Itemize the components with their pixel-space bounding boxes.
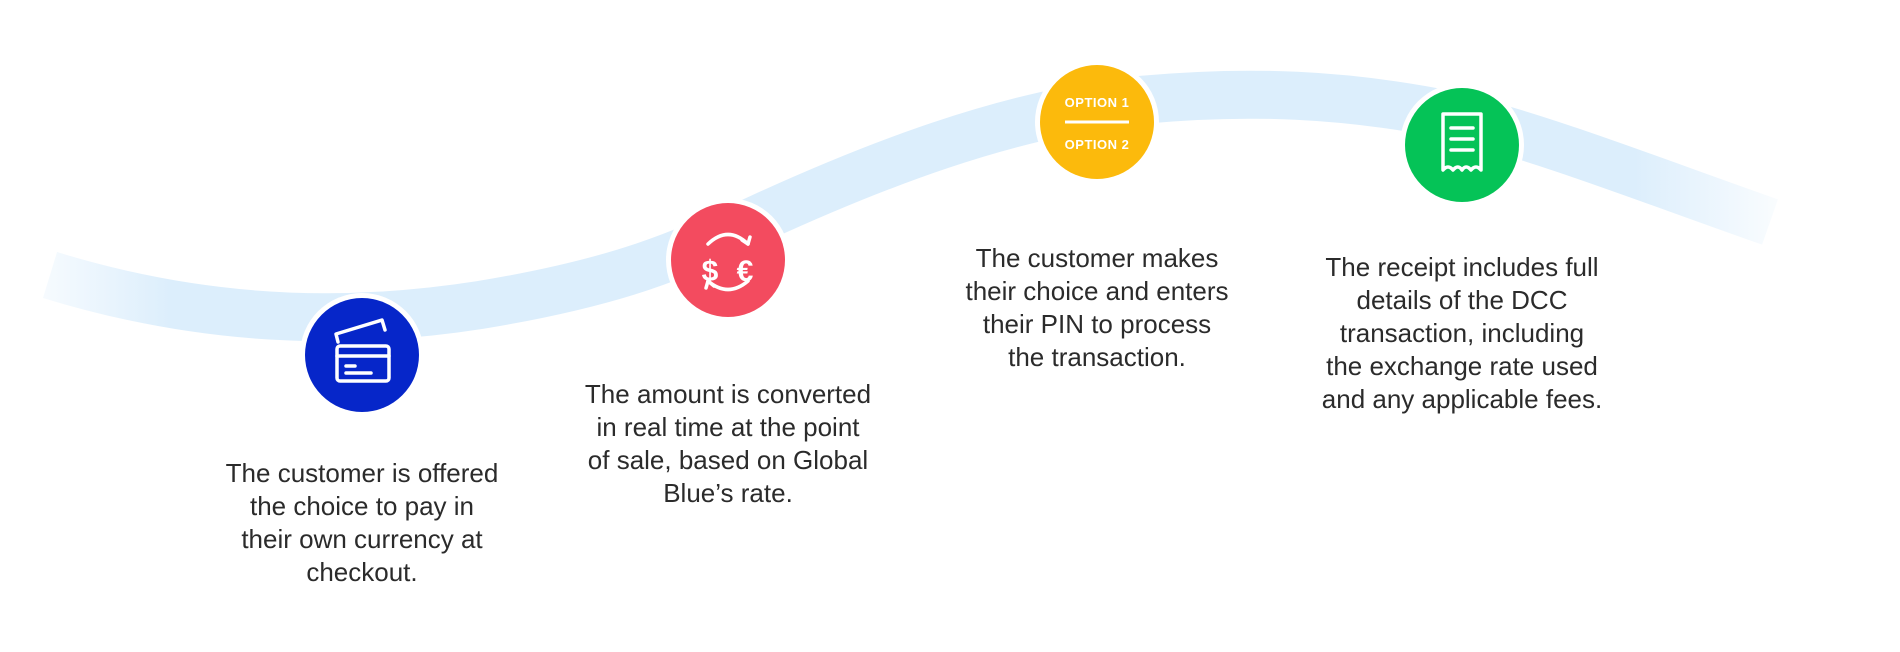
credit-card-icon xyxy=(334,318,391,383)
step-1-description: The customer is offered the choice to pa… xyxy=(225,458,499,587)
step-4-node xyxy=(1400,83,1524,207)
step-1-node xyxy=(300,293,424,417)
step-2-description: The amount is converted in real time at … xyxy=(584,379,872,508)
option-2-label: OPTION 2 xyxy=(1065,137,1130,152)
receipt-icon xyxy=(1441,112,1483,172)
step-3-description: The customer makes their choice and ente… xyxy=(965,243,1229,372)
euro-icon: € xyxy=(737,255,754,288)
step-4-description: The receipt includes full details of the… xyxy=(1321,252,1603,414)
option-select-icon: OPTION 1 OPTION 2 xyxy=(1065,95,1130,152)
step-2-node: $ € xyxy=(666,198,790,322)
currency-exchange-icon xyxy=(704,232,752,292)
option-1-label: OPTION 1 xyxy=(1065,95,1130,110)
dollar-icon: $ xyxy=(702,255,719,288)
step-3-node: OPTION 1 OPTION 2 xyxy=(1035,60,1159,184)
